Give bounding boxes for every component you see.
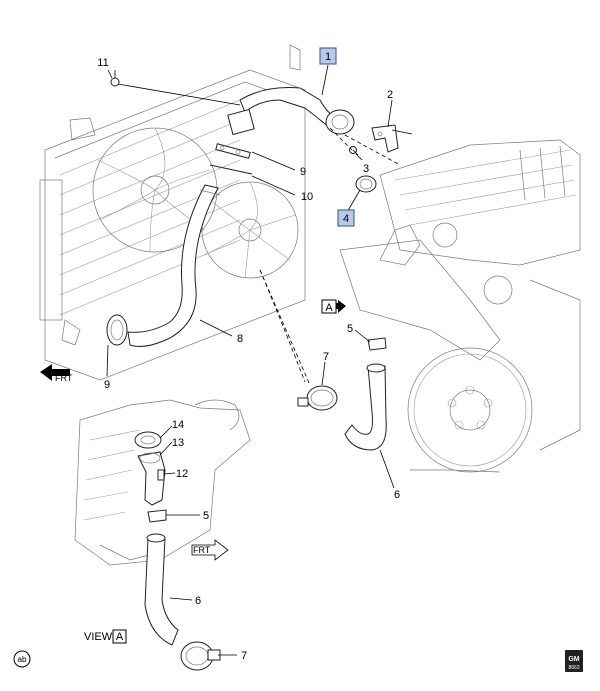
heater-hose-upper (344, 363, 387, 451)
callout-6-upper: 6 (394, 489, 400, 501)
callout-5-lower: 5 (203, 510, 209, 522)
callout-9-lower: 9 (104, 379, 110, 391)
svg-text:FRT: FRT (55, 373, 73, 383)
bolt (349, 146, 359, 156)
callout-labels: 1 2 3 4 11 9 10 8 9 5 7 6 14 13 12 5 6 7 (97, 47, 400, 662)
radiator-assembly (39, 44, 306, 381)
callout-box-4 (337, 209, 355, 227)
gm-logo-badge: GM 8663 (565, 650, 583, 672)
heater-hose-lower (144, 533, 179, 646)
strap-tie (209, 164, 253, 175)
upper-coolant-pipe (227, 87, 355, 136)
coolant-outlet (134, 431, 166, 506)
callout-12: 12 (176, 468, 188, 480)
callout-1: 1 (325, 51, 331, 63)
front-direction-arrow-right: FRT (191, 539, 229, 561)
hose-clamp-upper-right (297, 385, 338, 411)
bleeder-screw (110, 70, 120, 87)
seal-ring (355, 175, 377, 193)
callout-4: 4 (343, 213, 349, 225)
engine-assembly (339, 139, 581, 473)
view-a-marker: A (321, 299, 346, 314)
hose-clamp-left (106, 314, 128, 346)
callout-9-upper: 9 (300, 166, 306, 178)
callout-2: 2 (387, 89, 393, 101)
callout-5-upper: 5 (347, 323, 353, 335)
svg-text:A: A (116, 631, 124, 643)
svg-text:8663: 8663 (568, 665, 579, 671)
callout-11: 11 (97, 57, 108, 69)
svg-text:VIEW: VIEW (84, 631, 113, 643)
svg-text:GM: GM (568, 656, 579, 663)
view-a-label: VIEW A (84, 629, 127, 644)
pipe-flange (325, 109, 355, 135)
callout-box-1 (319, 47, 337, 65)
ab-badge: ab (13, 650, 31, 668)
hose-clamp-upper (215, 143, 251, 159)
bracket (371, 124, 399, 153)
callout-8: 8 (237, 333, 243, 345)
outlet-gasket (134, 431, 162, 449)
retaining-clip-upper (367, 337, 387, 351)
lower-radiator-hose (127, 184, 221, 347)
callout-14: 14 (172, 419, 184, 431)
flywheel (407, 347, 533, 473)
svg-text:A: A (325, 302, 333, 314)
hose-clamp-lower (180, 641, 221, 671)
callout-10: 10 (301, 191, 313, 203)
front-direction-arrow-left: FRT (40, 364, 73, 383)
callout-7-upper: 7 (323, 351, 329, 363)
svg-text:FRT: FRT (193, 545, 211, 555)
callout-6-lower: 6 (195, 595, 201, 607)
retaining-clip-lower (147, 509, 167, 523)
outlet-bolt (157, 469, 165, 481)
svg-text:ab: ab (18, 655, 27, 664)
callout-7-lower: 7 (241, 650, 247, 662)
callout-13: 13 (172, 437, 184, 449)
alignment-lines (259, 127, 401, 386)
callout-3: 3 (363, 163, 369, 175)
